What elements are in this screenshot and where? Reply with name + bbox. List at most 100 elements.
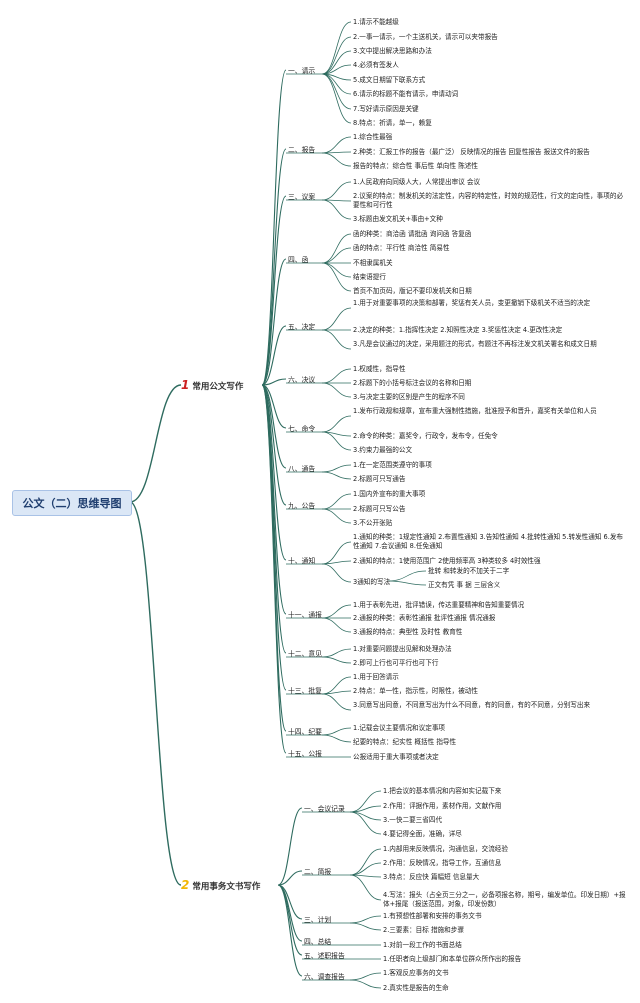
affair-doc-item: 4.要记得全面，准确，详尽 (383, 829, 462, 838)
connector (277, 807, 303, 886)
official-doc-item: 1.对重要问题提出见解和处理办法 (353, 644, 452, 653)
connector (321, 604, 352, 619)
official-doc-item: 7.写好请示原因是关键 (353, 104, 419, 113)
official-doc-section-10[interactable]: 十、通知 (288, 557, 316, 565)
root-title[interactable]: 公文（二）思维导图 (12, 490, 132, 516)
branch-1-number: 1 (181, 378, 190, 392)
branch-2-label: 常用事务文书写作 (192, 882, 261, 892)
connector (321, 676, 352, 695)
connector (321, 471, 352, 480)
official-doc-section-5[interactable]: 五、决定 (288, 323, 316, 331)
connector (261, 258, 287, 386)
connector (321, 508, 352, 524)
official-doc-item: 函的特点：平行性 商洽性 简易性 (353, 243, 450, 252)
connector (321, 368, 352, 384)
official-doc-section-11[interactable]: 十一、通报 (288, 611, 322, 619)
connector (321, 493, 352, 510)
official-doc-item: 不相隶属机关 (353, 258, 393, 267)
connector (349, 862, 382, 876)
branch-1-label: 常用公文写作 (192, 382, 244, 392)
official-doc-item: 3.同意写出同意，不同意写出为什么不同意，有的同意，有的不同意，分别写出来 (353, 701, 591, 710)
official-doc-section-8[interactable]: 八、通告 (288, 465, 316, 473)
official-doc-section-3[interactable]: 三、议案 (288, 193, 316, 201)
connector (321, 181, 352, 201)
official-doc-item: 2.决定的种类：1.指挥性决定 2.知照性决定 3.奖惩性决定 4.更改性决定 (353, 325, 563, 334)
affair-doc-item: 1.把会议的基本情况和内容如实记载下来 (383, 786, 502, 795)
official-doc-item: 1.记载会议主要情况和议定事项 (353, 723, 446, 732)
connector (321, 21, 352, 75)
connector (277, 870, 303, 886)
connector (321, 617, 352, 633)
official-doc-item: 3通知的写法 (353, 577, 391, 586)
connector (321, 73, 352, 110)
connector (321, 563, 352, 583)
affair-doc-section-6[interactable]: 六、调查报告 (304, 973, 345, 981)
official-doc-item: 1.在一定范围类遵守的事项 (353, 460, 432, 469)
official-doc-section-13[interactable]: 十三、批复 (288, 687, 322, 695)
affair-doc-section-5[interactable]: 五、述职报告 (304, 952, 345, 960)
connector (261, 325, 287, 386)
official-doc-item: 3.文中提出解决思路和办法 (353, 46, 432, 55)
connector (129, 501, 182, 886)
official-doc-section-7[interactable]: 七、命令 (288, 425, 316, 433)
official-doc-item: 3.约束力最强的公文 (353, 445, 413, 454)
connector (387, 580, 427, 586)
connector (321, 247, 352, 264)
affair-doc-section-1[interactable]: 一、会议记录 (304, 805, 345, 813)
official-doc-item: 2.议案的特点：制发机关的法定性，内容的特定性，时效的规范性，行文的定向性，事项… (353, 192, 624, 209)
connector (321, 648, 352, 658)
connector (321, 136, 352, 154)
official-doc-item: 3.通报的特点：典型性 及时性 教育性 (353, 627, 463, 636)
connector (321, 262, 352, 278)
affair-doc-item: 2.三要素：目标 措施和步骤 (383, 925, 464, 934)
official-doc-item: 8.特点：祈请，单一，赖复 (353, 118, 432, 127)
official-doc-item: 首页不加页码，版记不要印发机关和日期 (353, 286, 472, 295)
official-doc-item: 3.与决定主要的区别是产生的程序不同 (353, 392, 465, 401)
official-doc-item: 2.即可上行也可平行也可下行 (353, 658, 439, 667)
connector (349, 811, 382, 835)
official-doc-item: 2.通知的特点：1使用范围广 2使用频率高 3种类较多 4时效性强 (353, 556, 541, 565)
connector (261, 69, 287, 386)
connector (321, 431, 352, 451)
official-doc-section-14[interactable]: 十四、纪要 (288, 728, 322, 736)
official-doc-item: 报告的特点：综合性 事后性 单向性 陈述性 (353, 161, 478, 170)
connector (349, 874, 382, 901)
official-doc-item: 5.成文日期留下联系方式 (353, 75, 426, 84)
official-doc-item: 1.综合性最强 (353, 132, 393, 141)
connector (321, 329, 352, 350)
official-doc-section-6[interactable]: 六、决议 (288, 376, 316, 384)
official-doc-section-9[interactable]: 九、公告 (288, 502, 316, 510)
affair-doc-item: 2.真实性是报告的生命 (383, 983, 449, 992)
connector (129, 384, 182, 503)
official-doc-item: 3.凡是会议通过的决定，采用题注的形式，有题注不再标注发文机关署名和成文日期 (353, 340, 597, 349)
affair-doc-item: 3.一快二要三省四代 (383, 815, 443, 824)
official-doc-section-15[interactable]: 十五、公报 (288, 750, 322, 758)
official-doc-item: 1.请示不能越级 (353, 17, 399, 26)
connector (321, 50, 352, 75)
official-doc-section-1[interactable]: 一、请示 (288, 67, 316, 75)
connector (261, 378, 287, 386)
official-doc-item: 1.通知的种类：1规定性通知 2.布置性通知 3.告知性通知 4.批转性通知 5… (353, 533, 624, 550)
official-doc-item: 4.必须有签发人 (353, 60, 399, 69)
connector (321, 690, 352, 695)
affair-doc-section-4[interactable]: 四、总结 (304, 938, 332, 946)
connector (321, 64, 352, 75)
branch-2-number: 2 (181, 878, 190, 892)
connector (321, 233, 352, 264)
notice-writing-subitem: 批转 和转发的不加关于二字 (428, 567, 510, 575)
official-doc-section-12[interactable]: 十二、意见 (288, 650, 322, 658)
official-doc-item: 3.标题由发文机关+事由+文种 (353, 214, 443, 223)
connector (321, 541, 352, 565)
official-doc-section-4[interactable]: 四、函 (288, 256, 309, 264)
connector (349, 848, 382, 876)
connector (261, 384, 287, 506)
official-doc-section-2[interactable]: 二、报告 (288, 146, 316, 154)
official-doc-item: 1.用于回答请示 (353, 672, 399, 681)
affair-doc-section-2[interactable]: 二、简报 (304, 868, 332, 876)
connector (349, 979, 382, 989)
official-doc-item: 1.发布行政规和规章，宣布重大强制性措施，批准授予和晋升，嘉奖有关单位和人员 (353, 407, 597, 416)
affair-doc-section-3[interactable]: 三、计划 (304, 916, 332, 924)
